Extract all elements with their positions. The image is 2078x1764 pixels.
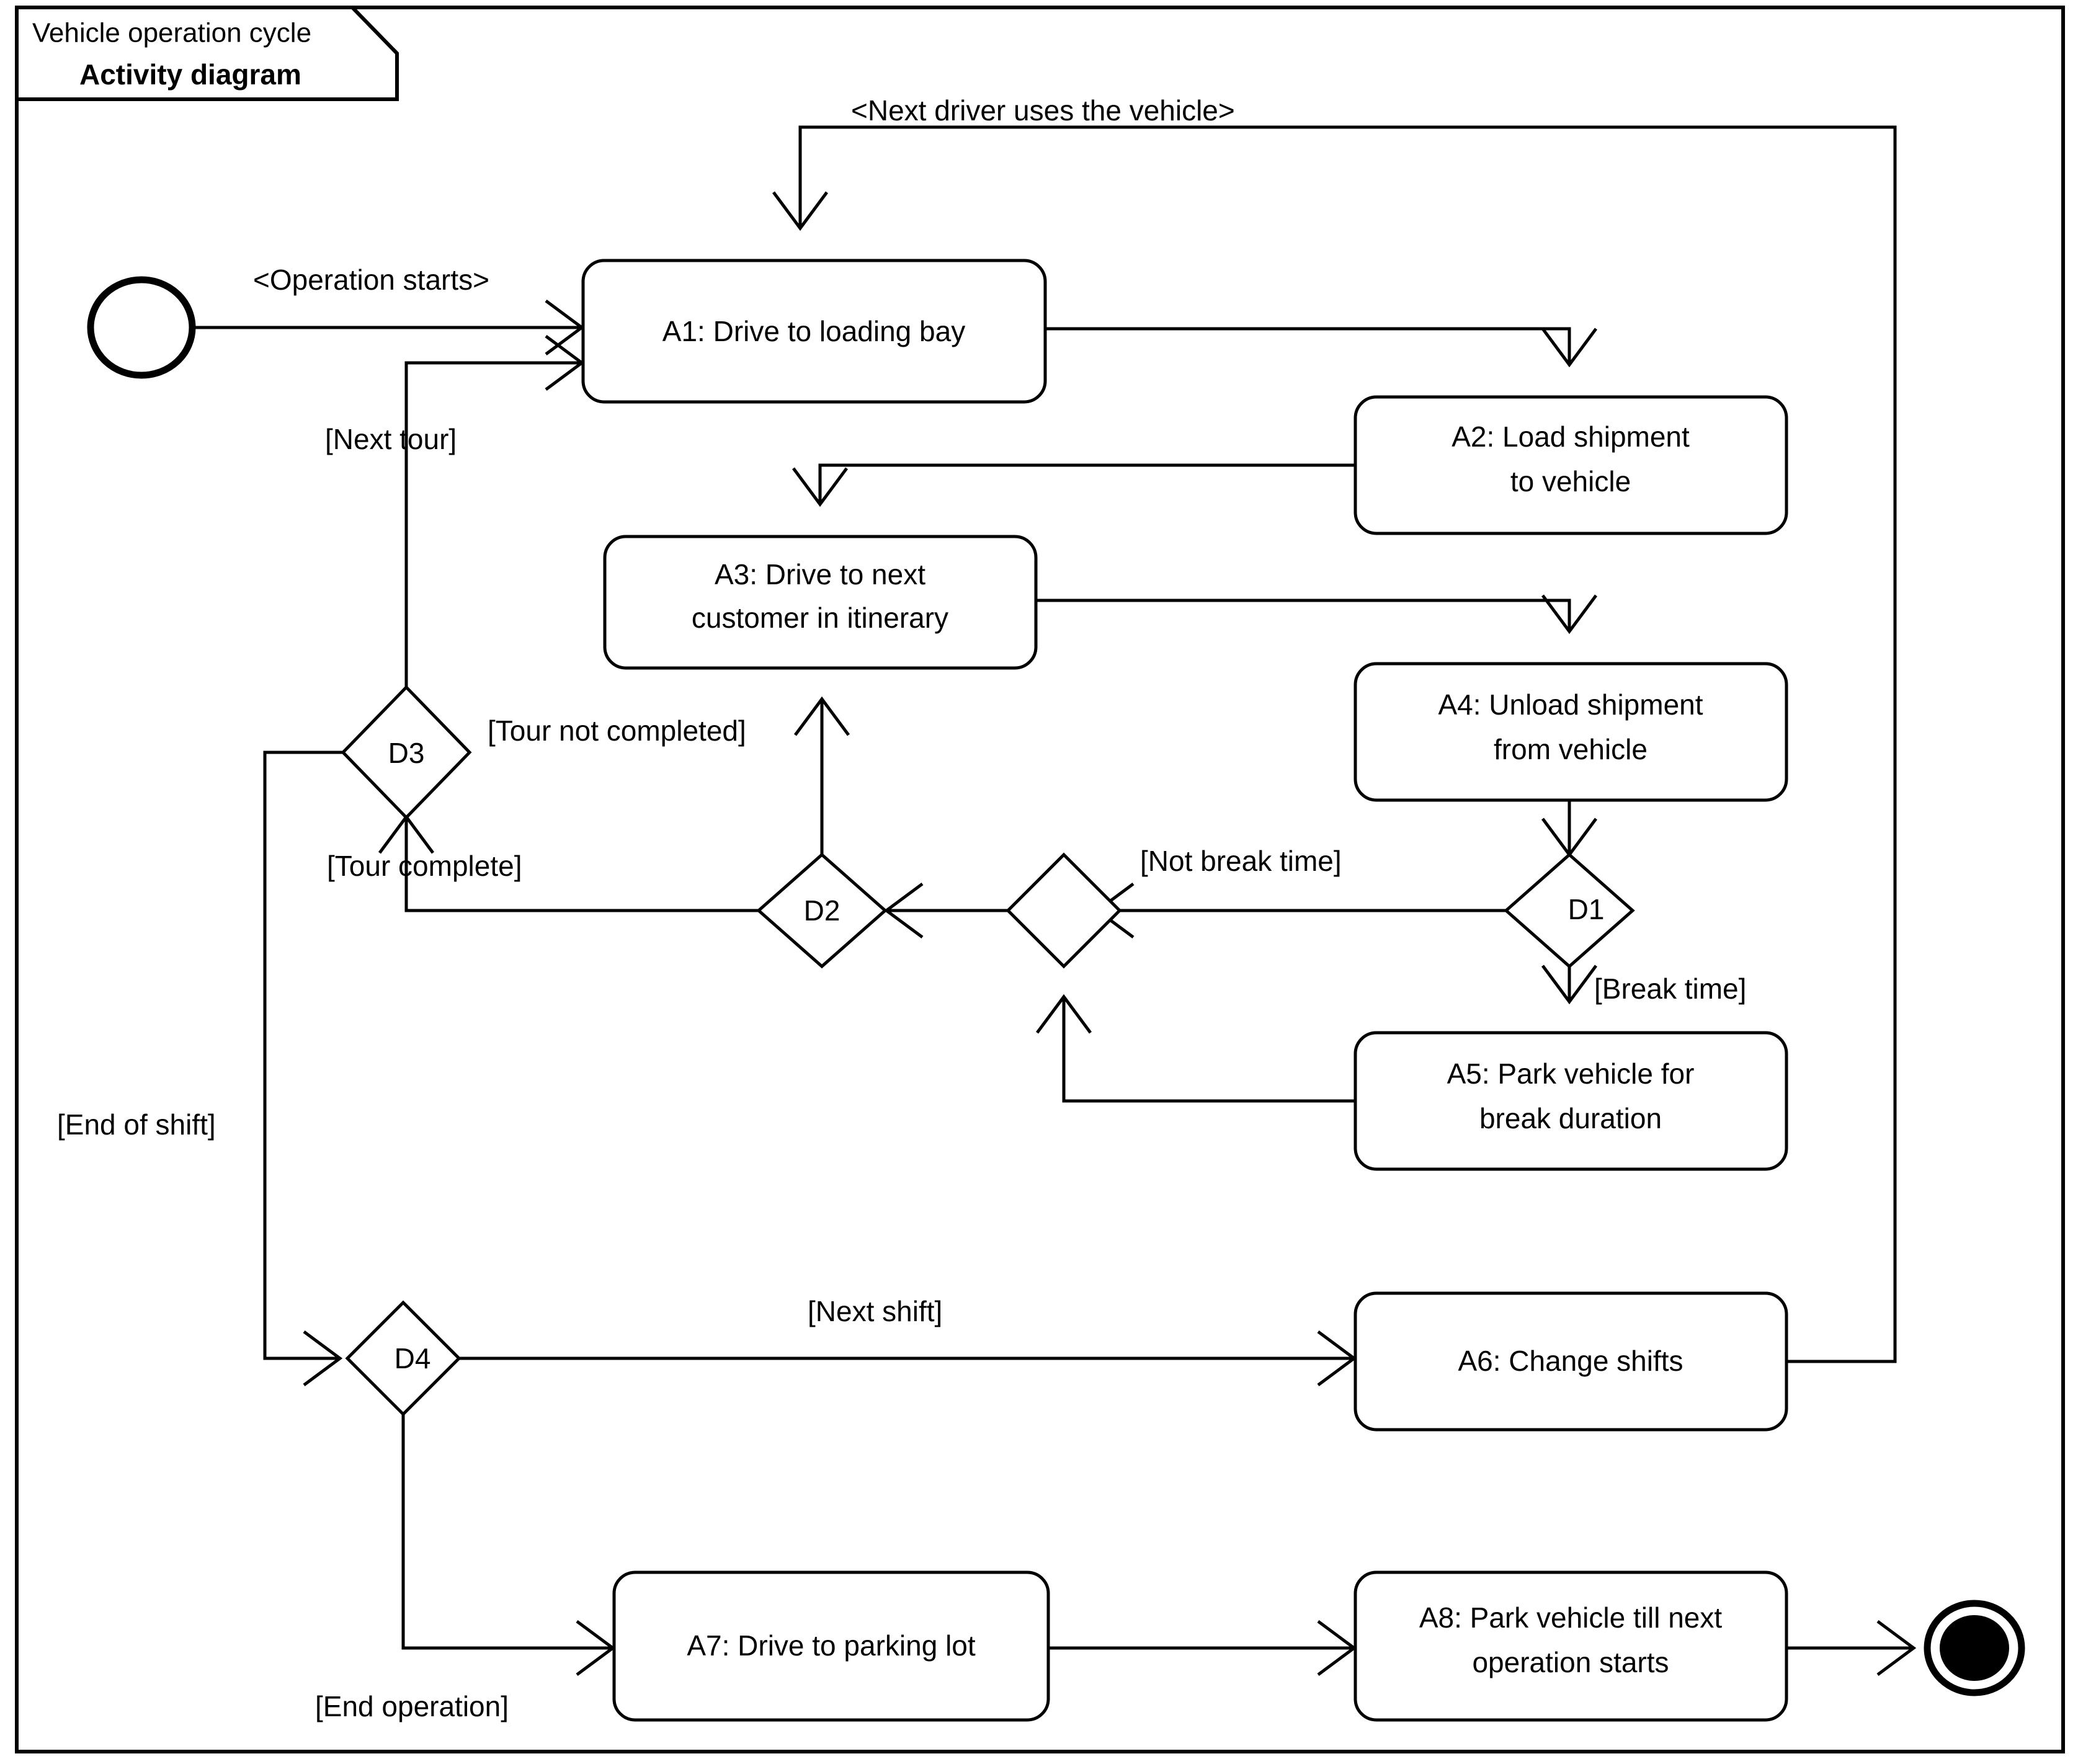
arrowhead-d2-to-a3	[793, 696, 850, 736]
activity-a4	[1353, 662, 1788, 802]
edge-a6-to-a1-next-driver	[798, 125, 1897, 1363]
arrowhead-d3-to-d4	[303, 1330, 343, 1387]
activity-a2-label-line1: A2: Load shipment	[1451, 421, 1690, 453]
diagram-title-tab	[15, 6, 399, 101]
activity-a5-label-line2: break duration	[1479, 1102, 1662, 1134]
activity-a4-label-line2: from vehicle	[1494, 733, 1648, 765]
decision-d2-label: D2	[804, 894, 841, 927]
edge-label-next-shift: [Next shift]	[808, 1295, 942, 1327]
edge-label-end-operation: [End operation]	[315, 1690, 509, 1722]
decision-d2	[756, 852, 888, 969]
activity-a1-label: A1: Drive to loading bay	[662, 315, 965, 347]
arrowhead-next-driver-to-a1	[772, 191, 829, 231]
edge-d4-to-a7-end-operation	[401, 1414, 611, 1650]
activity-a3-label-line1: A3: Drive to next	[715, 558, 925, 590]
arrowhead-d1-to-a5	[1541, 964, 1598, 1005]
arrowhead-a1-to-a2	[1541, 327, 1598, 368]
arrowhead-a3-to-a4	[1541, 594, 1598, 635]
merge-node-break	[1006, 852, 1122, 969]
decision-d1-label: D1	[1568, 893, 1605, 925]
final-node-dot	[1940, 1615, 2009, 1681]
edge-a2-to-a3	[818, 463, 1355, 502]
edge-label-next-driver: <Next driver uses the vehicle>	[851, 94, 1235, 127]
edge-a1-to-a2	[1045, 327, 1571, 363]
arrowhead-d3-to-a1	[545, 334, 585, 391]
edge-label-end-of-shift: [End of shift]	[57, 1108, 216, 1141]
activity-a2-label-line2: to vehicle	[1510, 465, 1631, 497]
diagram-kind-label: Activity diagram	[79, 58, 301, 91]
diagram-subject-label: Vehicle operation cycle	[32, 18, 311, 48]
edge-a3-to-a4	[1036, 599, 1571, 630]
arrowhead-a2-to-a3	[792, 467, 849, 507]
activity-a8-label-line2: operation starts	[1472, 1646, 1669, 1678]
edge-d3-to-d4-end-of-shift	[263, 751, 343, 1360]
arrowhead-a8-to-final	[1876, 1619, 1917, 1677]
activity-a7	[612, 1570, 1050, 1722]
activity-a6	[1353, 1291, 1788, 1432]
edge-label-operation-starts: <Operation starts>	[253, 264, 489, 296]
edge-label-tour-not-completed: [Tour not completed]	[488, 715, 746, 747]
edge-label-next-tour: [Next tour]	[325, 423, 457, 455]
edge-d2-to-d3	[404, 819, 759, 912]
activity-a7-label: A7: Drive to parking lot	[687, 1629, 976, 1662]
edge-label-not-break-time: [Not break time]	[1140, 845, 1342, 877]
activity-a5	[1353, 1031, 1788, 1171]
decision-d3	[341, 685, 472, 820]
activity-a8-label-line1: A8: Park vehicle till next	[1419, 1601, 1723, 1634]
activity-a3-label-line2: customer in itinerary	[692, 602, 948, 634]
activity-a3	[603, 535, 1038, 670]
decision-d4-label: D4	[395, 1342, 431, 1374]
arrowhead-a5-to-merge	[1035, 994, 1092, 1034]
activity-a6-label: A6: Change shifts	[1458, 1345, 1683, 1377]
decision-d3-label: D3	[388, 737, 425, 769]
activity-a8	[1353, 1570, 1788, 1722]
activity-a1	[581, 259, 1047, 404]
edge-a5-to-merge	[1062, 999, 1355, 1103]
edge-label-break-time: [Break time]	[1594, 973, 1746, 1005]
edge-label-tour-complete: [Tour complete]	[327, 850, 522, 882]
activity-a5-label-line1: A5: Park vehicle for	[1447, 1058, 1695, 1090]
edge-d3-to-a1-next-tour	[404, 361, 580, 687]
initial-node	[87, 276, 196, 379]
activity-a4-label-line1: A4: Unload shipment	[1438, 688, 1703, 721]
